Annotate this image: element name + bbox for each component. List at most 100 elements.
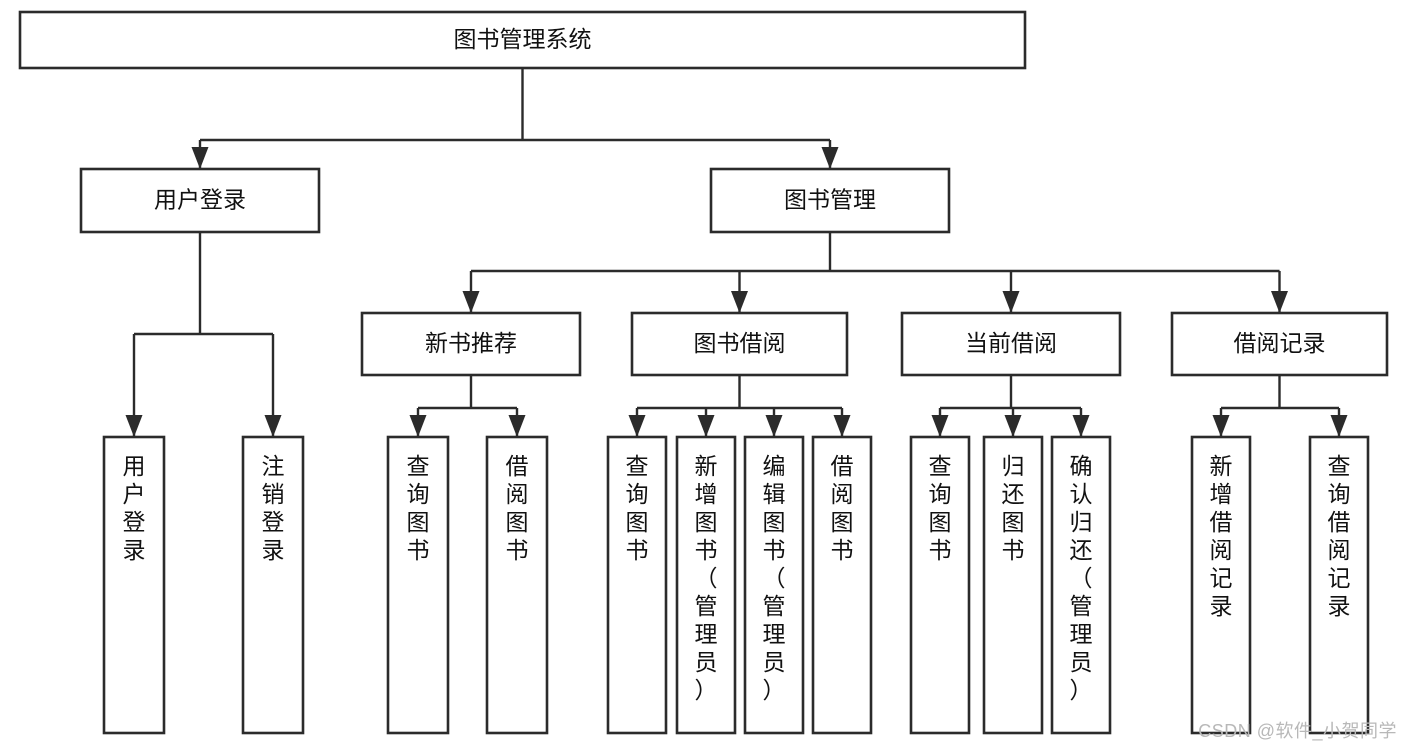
node-label-user-login-action: 登: [123, 509, 146, 535]
node-label-edit-book-admin: 员: [763, 649, 786, 675]
node-label-new-book-recommend: 新书推荐: [425, 330, 517, 356]
node-label-edit-book-admin: 辑: [763, 481, 786, 507]
node-box-borrow-record: [1170, 311, 1389, 377]
node-label-confirm-return-admin: （: [1070, 565, 1093, 591]
node-box-root: [18, 10, 1027, 70]
arrow-head-query-borrow-record: [1330, 415, 1348, 437]
node-label-query-book-3: 查: [929, 453, 952, 479]
arrow-head-new-book-recommend: [462, 291, 480, 313]
node-new-book-recommend[interactable]: 新书推荐: [360, 311, 582, 377]
node-user-login-action[interactable]: 用户登录: [102, 435, 166, 735]
node-label-add-book-admin: 理: [695, 621, 718, 647]
arrow-head-add-borrow-record: [1212, 415, 1230, 437]
node-label-borrow-book-2: 图: [831, 509, 854, 535]
node-box-user-login-action: [102, 435, 166, 735]
node-label-borrow-book-2: 阅: [831, 481, 854, 507]
node-box-query-book-1: [386, 435, 450, 735]
node-label-query-borrow-record: 借: [1328, 509, 1351, 535]
node-box-confirm-return-admin: [1050, 435, 1112, 735]
arrow-head-user-login: [191, 147, 209, 169]
node-label-add-borrow-record: 新: [1210, 453, 1233, 479]
node-label-add-borrow-record: 增: [1210, 481, 1233, 507]
node-label-add-borrow-record: 录: [1210, 593, 1233, 619]
node-label-book-borrow: 图书借阅: [694, 330, 786, 356]
arrow-head-current-borrow: [1002, 291, 1020, 313]
arrow-head-query-book-2: [628, 415, 646, 437]
node-label-confirm-return-admin: 理: [1070, 621, 1093, 647]
node-label-confirm-return-admin: 归: [1070, 509, 1093, 535]
node-label-add-book-admin: 管: [695, 593, 718, 619]
node-box-return-book: [982, 435, 1044, 735]
arrow-head-user-login-action: [125, 415, 143, 437]
node-label-edit-book-admin: 编: [763, 453, 786, 479]
node-box-book-management: [709, 167, 951, 234]
arrow-head-borrow-book-2: [833, 415, 851, 437]
node-label-user-login-action: 用: [123, 453, 146, 479]
node-label-return-book: 图: [1002, 509, 1025, 535]
arrow-head-confirm-return-admin: [1072, 415, 1090, 437]
node-box-query-book-3: [909, 435, 971, 735]
node-label-query-borrow-record: 录: [1328, 593, 1351, 619]
node-label-borrow-book-1: 借: [506, 453, 529, 479]
node-label-borrow-book-2: 借: [831, 453, 854, 479]
node-label-user-logout-action: 登: [262, 509, 285, 535]
node-label-add-book-admin: ）: [695, 677, 718, 703]
node-label-user-login-action: 录: [123, 537, 146, 563]
arrow-head-borrow-record: [1271, 291, 1288, 313]
node-borrow-record[interactable]: 借阅记录: [1170, 311, 1389, 377]
csdn-watermark: CSDN @软件_小贺同学: [1198, 721, 1397, 741]
node-book-management[interactable]: 图书管理: [709, 167, 951, 234]
node-label-add-book-admin: 新: [695, 453, 718, 479]
node-label-edit-book-admin: 图: [763, 509, 786, 535]
node-label-query-book-1: 询: [407, 481, 430, 507]
node-label-confirm-return-admin: 员: [1070, 649, 1093, 675]
node-box-borrow-book-2: [811, 435, 873, 735]
node-label-query-borrow-record: 记: [1328, 565, 1351, 591]
node-label-borrow-book-1: 图: [506, 509, 529, 535]
node-label-confirm-return-admin: 管: [1070, 593, 1093, 619]
node-label-query-borrow-record: 阅: [1328, 537, 1351, 563]
node-current-borrow[interactable]: 当前借阅: [900, 311, 1122, 377]
node-label-borrow-book-2: 书: [831, 537, 854, 563]
node-label-add-book-admin: 图: [695, 509, 718, 535]
node-label-add-book-admin: 增: [695, 481, 718, 507]
arrow-head-borrow-book-1: [508, 415, 526, 437]
node-book-borrow[interactable]: 图书借阅: [630, 311, 849, 377]
node-label-borrow-book-1: 阅: [506, 481, 529, 507]
node-label-edit-book-admin: 理: [763, 621, 786, 647]
node-label-confirm-return-admin: 认: [1070, 481, 1093, 507]
arrow-head-return-book: [1004, 415, 1022, 437]
node-label-query-book-1: 图: [407, 509, 430, 535]
node-root[interactable]: 图书管理系统: [18, 10, 1027, 70]
arrow-head-book-management: [821, 147, 839, 169]
node-label-borrow-record: 借阅记录: [1234, 330, 1326, 356]
node-label-user-logout-action: 注: [262, 453, 285, 479]
node-label-add-book-admin: （: [695, 565, 718, 591]
node-label-query-borrow-record: 查: [1328, 453, 1351, 479]
node-label-confirm-return-admin: ）: [1070, 677, 1093, 703]
node-label-query-book-1: 查: [407, 453, 430, 479]
arrow-head-book-borrow: [731, 291, 748, 313]
node-label-return-book: 还: [1002, 481, 1025, 507]
node-label-book-management: 图书管理: [784, 187, 876, 213]
node-label-query-book-1: 书: [407, 537, 430, 563]
node-label-query-book-3: 图: [929, 509, 952, 535]
node-label-edit-book-admin: ）: [763, 677, 786, 703]
node-box-book-borrow: [630, 311, 849, 377]
node-box-add-borrow-record: [1190, 435, 1252, 735]
node-label-add-book-admin: 书: [695, 537, 718, 563]
node-user-login[interactable]: 用户登录: [79, 167, 321, 234]
